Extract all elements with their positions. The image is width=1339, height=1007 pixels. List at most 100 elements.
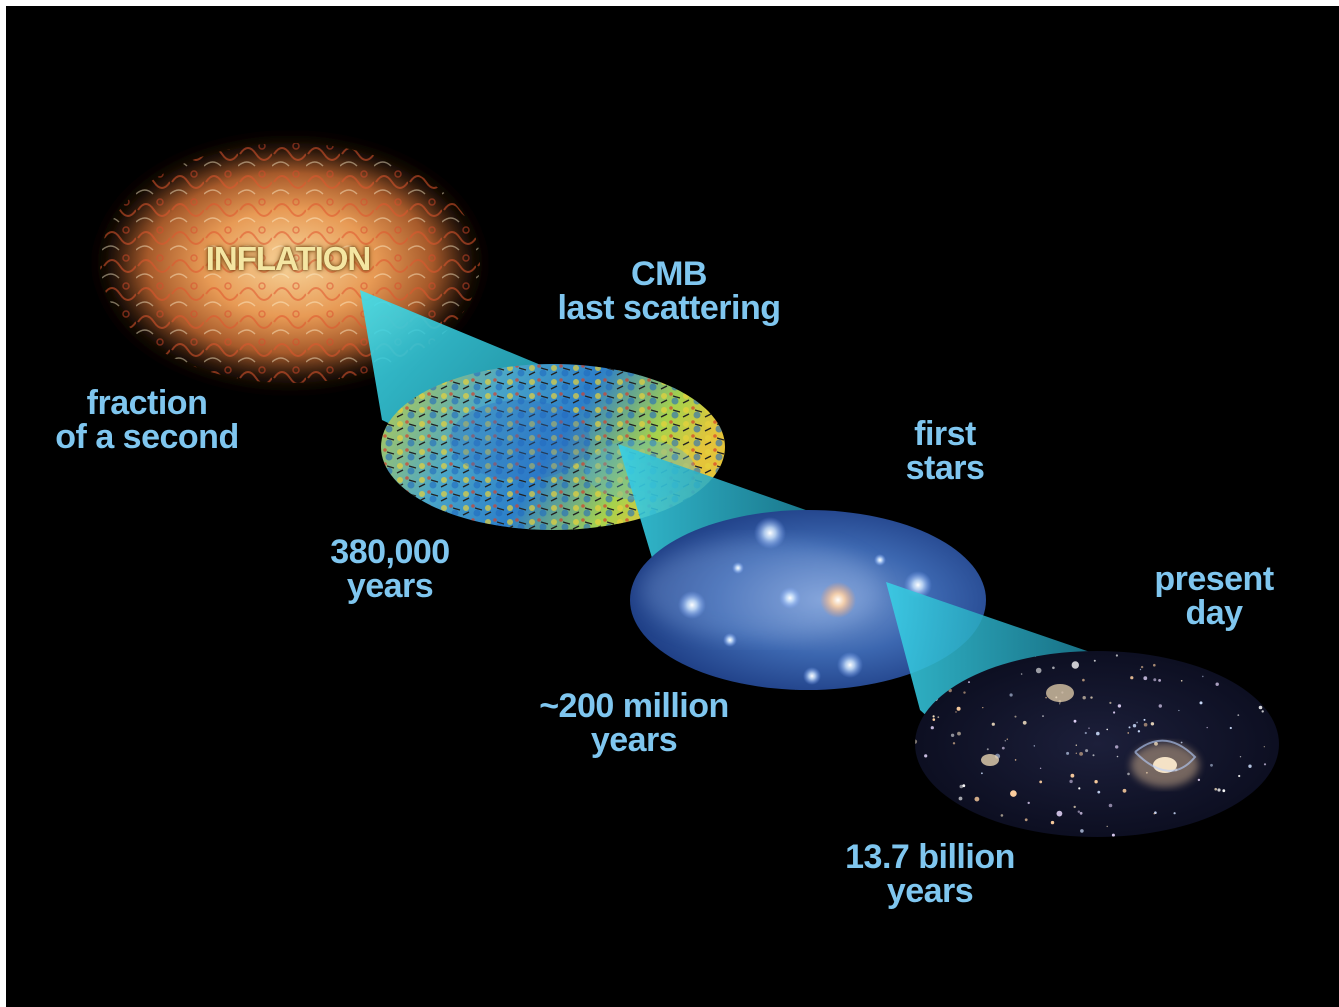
deep-field-galaxy: [1264, 797, 1269, 802]
inflation-time-line-1: fraction: [86, 384, 208, 422]
deep-field-galaxy: [1011, 828, 1013, 830]
inflation-time-line-2: of a second: [55, 418, 239, 456]
deep-field-galaxy: [1088, 727, 1090, 729]
deep-field-galaxy: [1122, 788, 1127, 793]
deep-field-galaxy: [1217, 788, 1221, 792]
deep-field-galaxy: [1106, 825, 1108, 828]
deep-field-galaxy: [1237, 714, 1240, 716]
deep-field-galaxy: [1197, 778, 1201, 782]
deep-field-galaxy: [1066, 751, 1070, 755]
deep-field-galaxy: [1180, 741, 1183, 744]
deep-field-galaxy: [1170, 652, 1173, 655]
deep-field-galaxy: [1269, 833, 1272, 835]
deep-field-galaxy: [1222, 789, 1226, 793]
deep-field-galaxy: [1052, 666, 1055, 670]
present-day-title-label: present day: [1134, 562, 1294, 630]
deep-field-galaxy: [1022, 720, 1027, 725]
first-stars-time-label: ~200 million years: [516, 689, 752, 757]
deep-field-galaxy: [1035, 667, 1042, 674]
deep-field-galaxy: [1090, 696, 1093, 699]
first-stars-time-line-1: ~200 million: [539, 687, 729, 725]
deep-field-galaxy: [1115, 654, 1118, 657]
deep-field-galaxy: [1021, 836, 1023, 837]
cmb-time-line-1: 380,000: [330, 533, 450, 571]
deep-field-galaxy: [1050, 820, 1055, 825]
cmb-time-label: 380,000 years: [305, 535, 475, 603]
deep-field-galaxy: [1000, 814, 1004, 817]
deep-field-galaxy: [956, 706, 961, 711]
deep-field-galaxy: [1033, 745, 1036, 747]
deep-field-galaxy: [1153, 812, 1156, 815]
deep-field-galaxy: [1236, 825, 1240, 830]
deep-field-galaxy: [996, 825, 999, 828]
cmb-time-line-2: years: [346, 567, 434, 605]
present-day-title-line-2: day: [1185, 594, 1243, 632]
deep-field-galaxy: [1056, 810, 1063, 817]
deep-field-galaxy: [1001, 826, 1004, 829]
deep-field-galaxy: [930, 726, 934, 730]
deep-field-galaxy: [1157, 651, 1160, 653]
deep-field-galaxy: [1239, 756, 1242, 758]
deep-field-galaxy: [1178, 709, 1180, 712]
deep-field-galaxy: [1108, 803, 1113, 808]
deep-field-galaxy: [924, 754, 928, 758]
deep-field-galaxy: [974, 796, 980, 802]
cmb-title-label: CMB last scattering: [530, 257, 808, 325]
present-day-title-line-1: present: [1154, 560, 1274, 598]
deep-field-galaxy: [959, 784, 964, 789]
deep-field-galaxy: [1214, 787, 1217, 791]
first-stars-time-line-2: years: [590, 721, 678, 759]
deep-field-galaxy: [1082, 696, 1086, 700]
deep-field-galaxy: [1139, 668, 1142, 671]
deep-field-galaxy: [1132, 724, 1137, 728]
cmb-title-line-2: last scattering: [557, 289, 781, 327]
first-stars-title-line-1: first: [914, 415, 976, 453]
deep-field-galaxy: [1109, 701, 1112, 705]
inflation-time-label: fraction of a second: [36, 386, 258, 454]
deep-field-galaxy: [1266, 816, 1269, 819]
deep-field-galaxy: [1077, 810, 1081, 813]
deep-field-galaxy: [942, 814, 944, 816]
deep-field-galaxy: [1082, 678, 1085, 682]
deep-field-galaxy: [1202, 675, 1204, 678]
deep-field-galaxy: [1173, 812, 1176, 815]
deep-field-galaxy: [982, 707, 984, 709]
deep-field-galaxy: [1219, 827, 1223, 830]
deep-field-galaxy: [1111, 833, 1115, 837]
deep-field-galaxy: [963, 691, 966, 694]
deep-field-galaxy: [956, 806, 961, 810]
deep-field-galaxy: [937, 716, 940, 719]
deep-field-galaxy: [950, 733, 955, 737]
deep-field-galaxy: [1079, 752, 1083, 756]
deep-field-galaxy: [1116, 755, 1119, 758]
deep-field-galaxy: [991, 722, 995, 726]
deep-field-galaxy: [915, 739, 918, 744]
deep-field-galaxy: [1042, 715, 1044, 717]
deep-field-galaxy: [1039, 780, 1043, 784]
deep-field-galaxy: [1117, 704, 1122, 708]
deep-field-galaxy: [1020, 673, 1023, 675]
inflation-label: INFLATION: [205, 240, 372, 277]
deep-field-galaxy: [1153, 663, 1156, 667]
deep-field-galaxy: [932, 718, 936, 721]
deep-field-galaxy: [1085, 749, 1089, 753]
deep-field-galaxy: [975, 833, 979, 836]
deep-field-galaxy: [1027, 801, 1030, 805]
deep-field-galaxy: [1143, 718, 1146, 721]
deep-field-galaxy: [958, 796, 963, 801]
deep-field-galaxy: [1039, 767, 1042, 769]
deep-field-galaxy: [1263, 746, 1265, 748]
deep-field-galaxy: [1214, 832, 1219, 836]
deep-field-galaxy: [1261, 710, 1264, 713]
deep-field-galaxy: [955, 711, 957, 713]
deep-field-galaxy: [1128, 726, 1131, 729]
deep-field-galaxy: [981, 772, 983, 775]
deep-field-galaxy: [1238, 774, 1241, 778]
deep-field-galaxy: [1152, 651, 1154, 654]
deep-field-galaxy: [1153, 678, 1157, 682]
first-stars-title-label: first stars: [880, 417, 1010, 485]
deep-field-galaxy: [1130, 676, 1134, 680]
deep-field-galaxy: [1258, 705, 1263, 710]
